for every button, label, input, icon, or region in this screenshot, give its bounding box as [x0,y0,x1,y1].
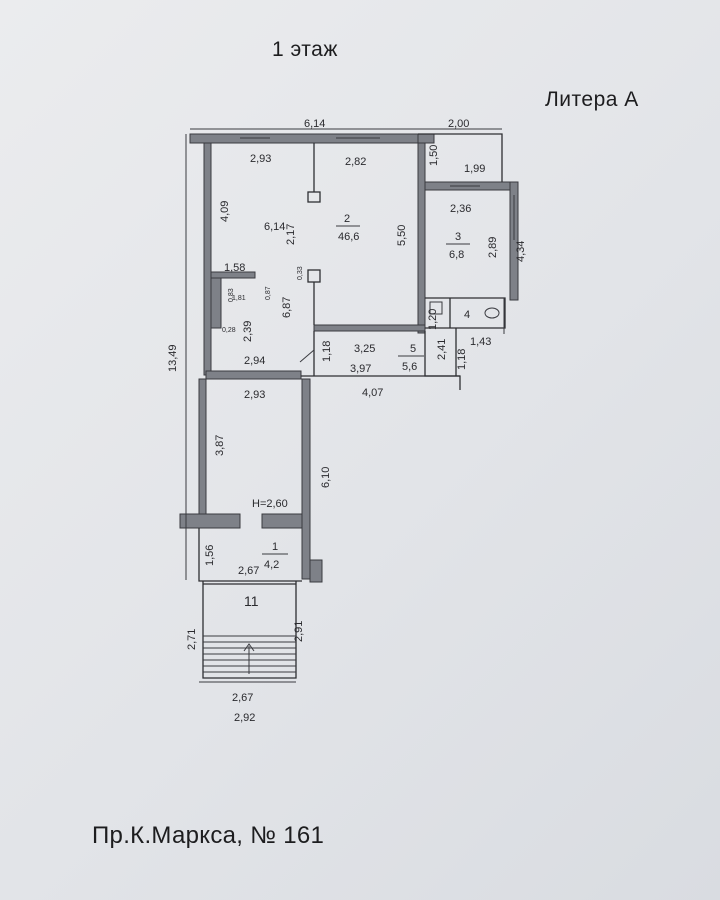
room-4-number: 4 [464,309,470,321]
dim-ledge-c: 0,28 [222,327,236,334]
dim-left-upper: 4,09 [219,201,231,222]
dim-column-w: 0,33 [297,266,304,280]
room-2-number: 2 [344,213,350,225]
dim-porch-left: 2,71 [186,629,198,650]
room-3-area: 6,8 [449,249,464,261]
room-labels: 2 46,6 3 6,8 4 5 5,6 1 4,2 11 H=2,60 [244,213,470,609]
wall-ledge [210,271,256,279]
dim-column-h: 6,87 [281,297,293,318]
dim-room5-width: 3,25 [354,343,375,355]
outlines [185,128,515,683]
dim-top-total: 6,14 [304,118,325,130]
dim-bottom-right-total: 4,07 [362,387,383,399]
room-1-area: 4,2 [264,559,279,571]
wall-room2-bottom [313,324,426,332]
dim-mid-room-width: 2,93 [244,389,265,401]
dim-niche-width: 2,94 [244,355,265,367]
dim-ledge-width: 1,58 [224,262,245,274]
porch-stairs [203,635,296,674]
dim-room5-inner: 3,97 [350,363,371,375]
outline-room4 [425,297,506,329]
dim-room2-right: 5,50 [396,225,408,246]
dim-corridor-small: 1,18 [321,341,333,362]
dim-top-left-room: 2,93 [250,153,271,165]
wall-middle [205,370,302,380]
wall-top [189,133,419,144]
wall-corner-room1 [309,559,323,583]
dim-left-lower-a: 2,39 [242,321,254,342]
dim-right-outer: 4,34 [515,241,527,262]
column-top [307,191,321,203]
dim-room2-inner: 6,14 [264,221,285,233]
dimension-labels: 6,14 2,00 2,93 2,82 1,50 1,99 2,36 2,89 … [167,118,527,724]
dim-top-mid-room: 2,82 [345,156,366,168]
dim-room4-stub: 1,18 [456,349,468,370]
room-3-number: 3 [455,231,461,243]
dim-room5-height: 2,41 [436,339,448,360]
wall-left-upper [203,142,212,376]
dim-room1-width: 2,67 [238,565,259,577]
wall-left-lower [198,378,207,516]
dim-room3-width: 2,36 [450,203,471,215]
wall-above-room1-right [261,513,309,529]
wall-right-lower [301,378,311,580]
dim-ledge-a: 0,83 [228,288,235,302]
room4-fixture [429,301,443,315]
dim-right-small-width: 1,99 [464,163,485,175]
wall-room3-right [509,181,519,301]
dim-ledge-b: 1,81 [232,295,246,302]
dim-room2-stub: 2,17 [285,224,297,245]
room-2-area: 46,6 [338,231,359,243]
dim-room4-vert: 1,20 [427,309,439,330]
outline-room1 [198,528,302,582]
litera-label: Литера А [545,88,639,111]
dim-mid-room-height: 3,87 [214,435,226,456]
dim-porch-right: 2,91 [293,621,305,642]
dim-mid-right-height: 6,10 [320,467,332,488]
column-mid [307,269,321,283]
door-swing [299,349,315,363]
room-5-number: 5 [410,343,416,355]
dim-right-small-vert: 1,50 [428,145,440,166]
wall-above-room1-left [179,513,241,529]
wall-top-right [417,133,435,144]
dim-porch-width-inner: 2,67 [232,692,253,704]
outline-porch [202,581,297,679]
dim-room1-height: 1,56 [204,545,216,566]
wall-ledge-vertical [210,277,222,329]
room4-toilet [484,307,500,319]
floor-heading: 1 этаж [272,38,338,61]
address-caption: Пр.К.Маркса, № 161 [92,822,325,849]
ceiling-height-note: H=2,60 [252,498,288,510]
dim-ledge-d: 0,87 [265,286,272,300]
dim-room4-width: 1,43 [470,336,491,348]
dim-top-right: 2,00 [448,118,469,130]
room-11-number: 11 [244,593,259,609]
dim-porch-width-outer: 2,92 [234,712,255,724]
outline-top-right [418,133,503,182]
wall-room2-room3 [417,142,426,334]
room-5-area: 5,6 [402,361,417,373]
dim-room3-height: 2,89 [487,237,499,258]
room-1-number: 1 [272,541,278,553]
dim-total-height: 13,49 [167,344,179,372]
